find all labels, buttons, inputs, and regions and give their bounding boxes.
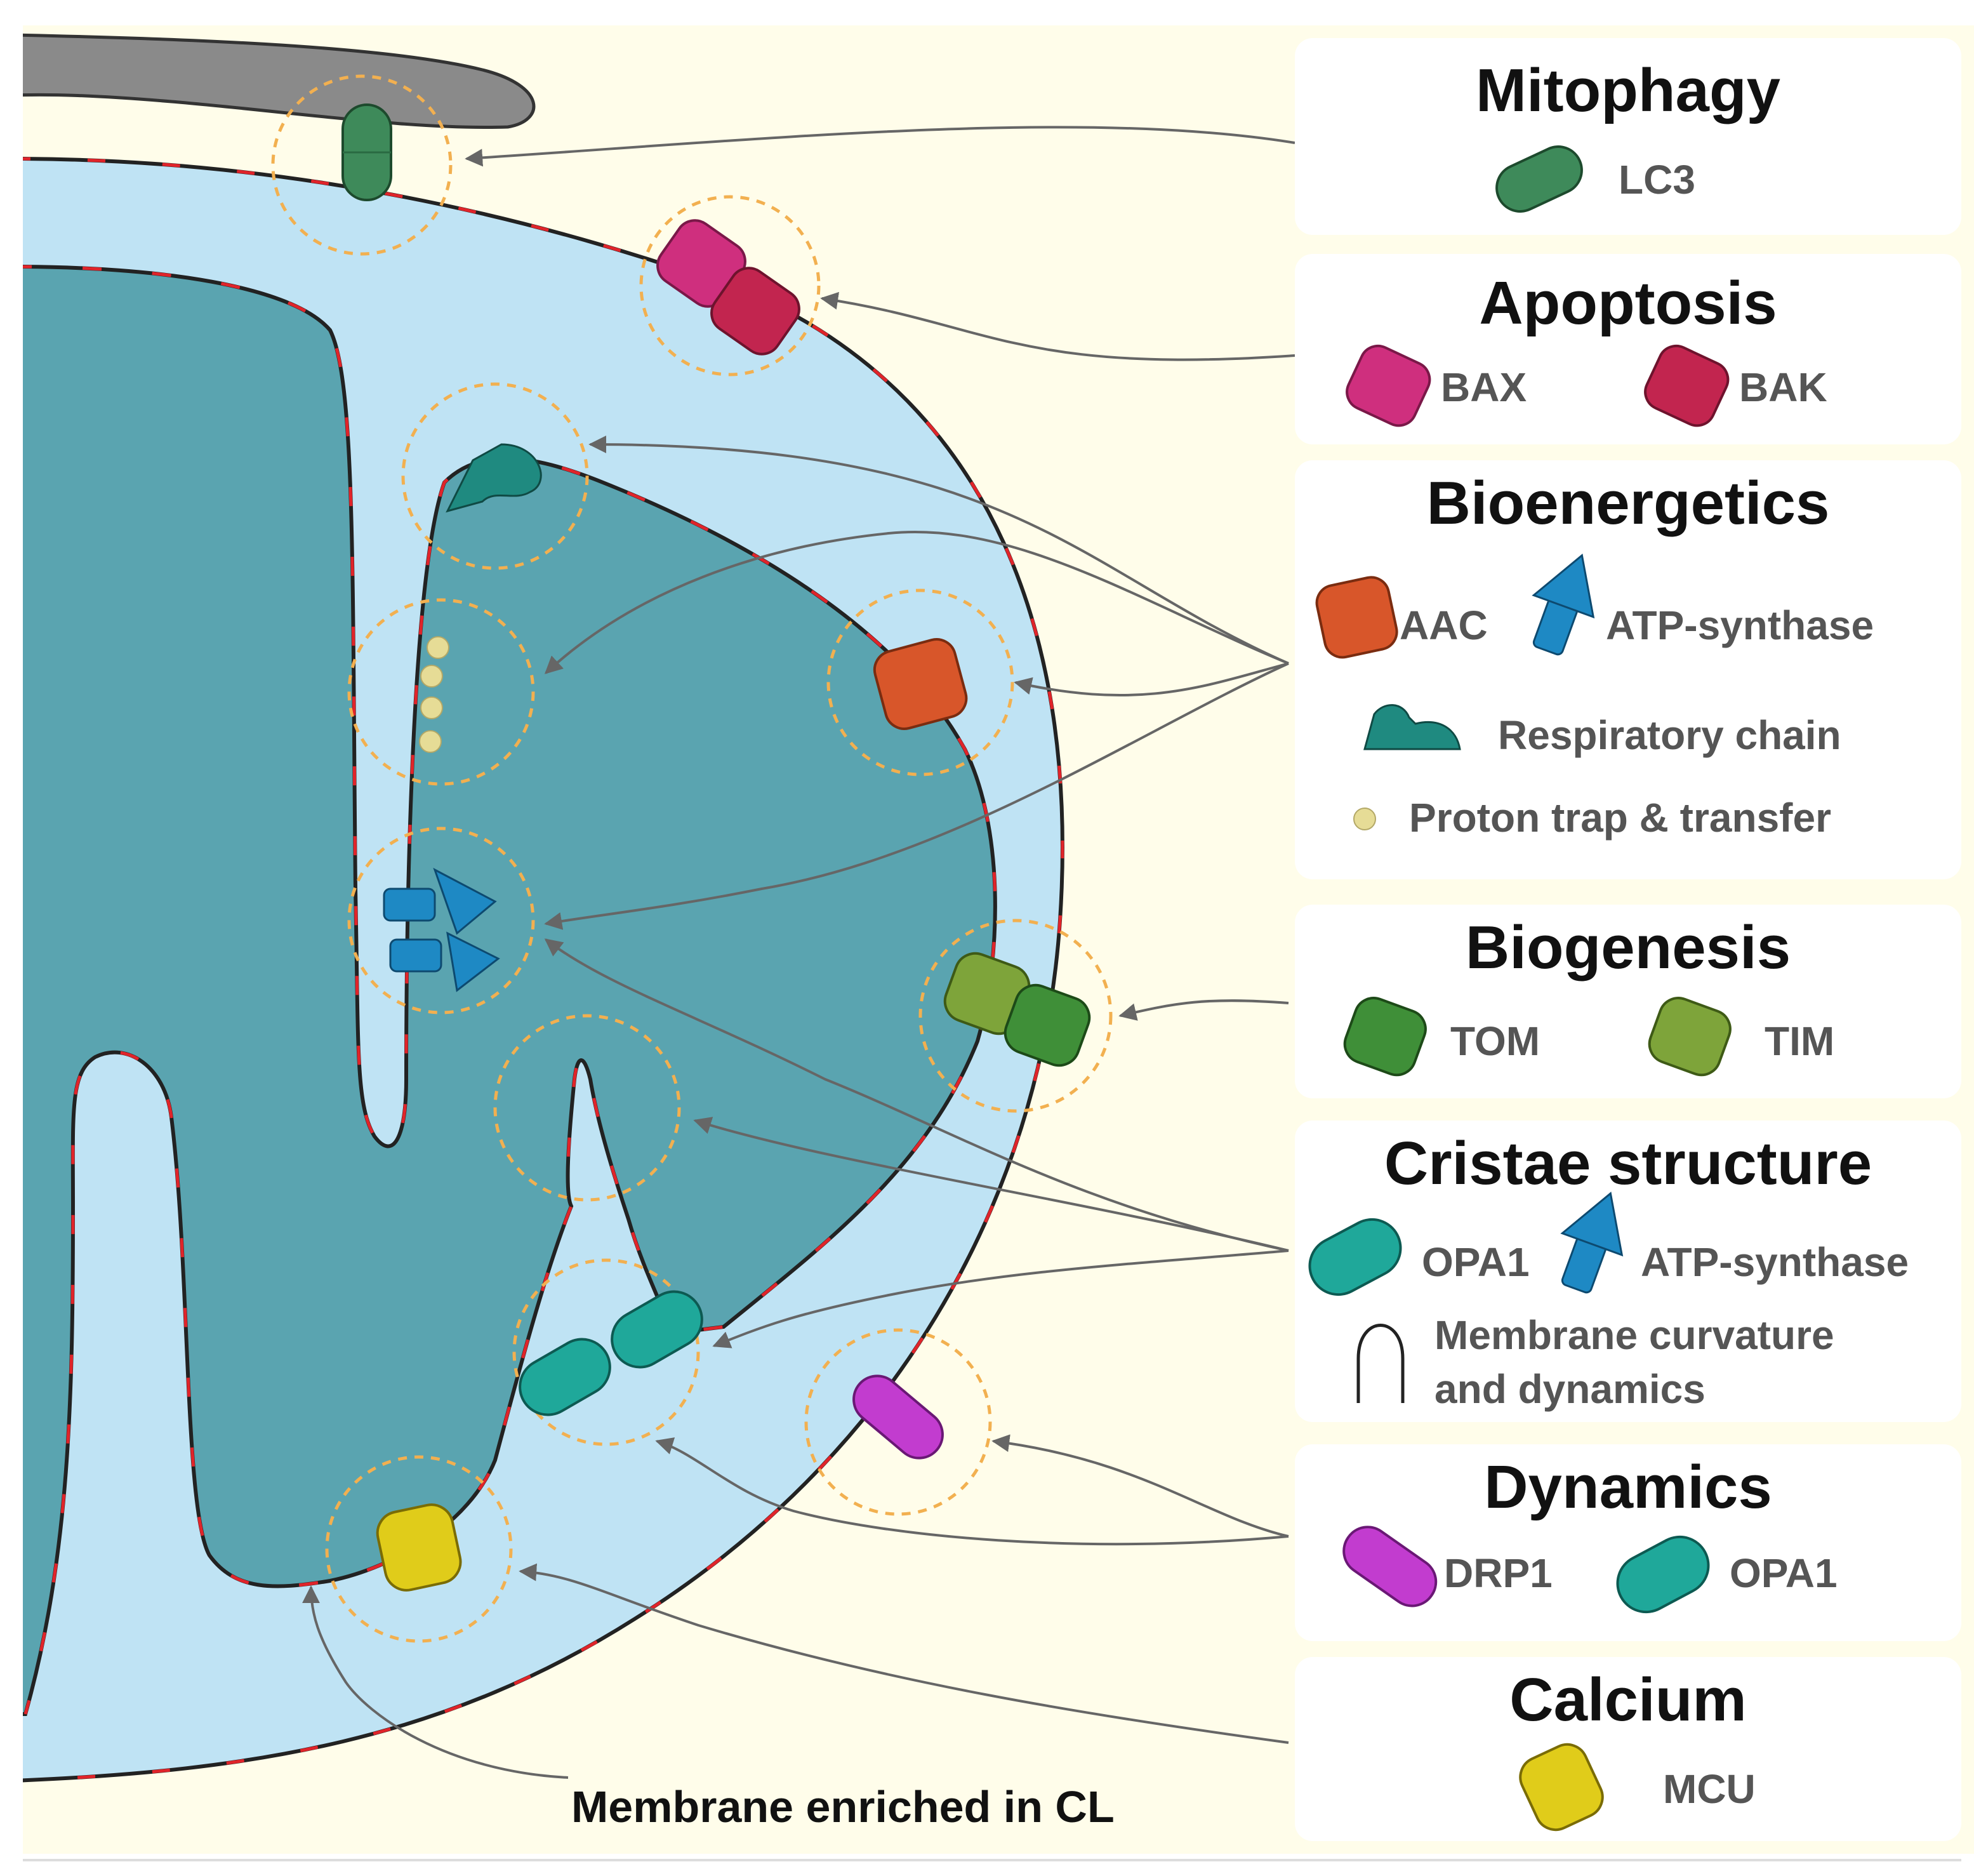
legend-tom-icon (1343, 997, 1427, 1077)
category-panels: Mitophagy LC3 Apoptosis BAX BAK Bioenerg… (1295, 38, 1961, 1841)
arrow-membrane-cl (302, 1585, 569, 1779)
ring-lc3 (271, 74, 453, 256)
arrow-bio-atp (544, 662, 1289, 930)
panel-title: Biogenesis (1466, 914, 1791, 981)
legend-drp1-icon (1342, 1526, 1438, 1607)
panel-title: Dynamics (1484, 1453, 1772, 1521)
legend-label-drp1: DRP1 (1444, 1550, 1553, 1596)
caption-membrane-cl: Membrane enriched in CL (571, 1782, 1115, 1832)
drp1-protein (852, 1374, 944, 1460)
legend-bax-icon (1346, 344, 1431, 427)
panel-bioenergetics: Bioenergetics AAC ATP-synthase Respirato… (1295, 460, 1961, 879)
ring-aac (826, 589, 1014, 776)
arrow-biogenesis (1118, 999, 1289, 1021)
bak-protein (710, 267, 800, 356)
legend-label-opa1: OPA1 (1422, 1239, 1530, 1285)
legend-label-and-dynamics: and dynamics (1434, 1366, 1706, 1412)
panel-biogenesis: Biogenesis TOM TIM (1295, 905, 1961, 1098)
ring-opa1 (512, 1258, 700, 1446)
outer-membrane-cl-stripes (23, 157, 1064, 1782)
ring-cristae-tip (493, 1014, 681, 1202)
opa1-protein-a (611, 1290, 703, 1369)
ring-drp1 (804, 1328, 992, 1516)
legend-label-opa1: OPA1 (1730, 1550, 1838, 1596)
arrow-cristae-tip (693, 1117, 1289, 1252)
arrow-cristae-opa1 (712, 1249, 1289, 1348)
legend-label-bax: BAX (1441, 364, 1527, 410)
ring-mcu (325, 1455, 513, 1643)
panel-title: Cristae structure (1384, 1129, 1872, 1197)
panel-title: Bioenergetics (1427, 469, 1830, 537)
legend-opa1-icon (1308, 1218, 1402, 1296)
ring-atp-synthase (347, 827, 535, 1015)
legend-aac-icon (1315, 576, 1398, 659)
legend-label-lc3: LC3 (1619, 157, 1695, 203)
legend-label-respiratory-chain: Respiratory chain (1498, 712, 1841, 758)
arrow-calcium (519, 1563, 1289, 1744)
legend-label-bak: BAK (1739, 364, 1827, 410)
ring-respiratory-chain (401, 382, 589, 570)
diagram-proteins (341, 103, 1091, 1592)
atp-synthase-dimer (383, 867, 500, 992)
respiratory-chain-protein (446, 443, 542, 513)
panel-title: Mitophagy (1476, 57, 1780, 124)
highlight-rings (271, 74, 1113, 1643)
ring-bax-bak (639, 195, 821, 376)
legend-opa1-icon (1616, 1535, 1710, 1614)
panel-calcium: Calcium MCU (1295, 1657, 1961, 1841)
panel-box (1295, 1657, 1961, 1841)
panel-box (1295, 38, 1961, 235)
panel-title: Calcium (1509, 1666, 1746, 1734)
legend-lc3-icon (1495, 145, 1583, 213)
legend-proton-icon (1353, 808, 1376, 830)
arrow-mitophagy (465, 126, 1295, 167)
proton-2 (420, 665, 443, 688)
arrow-dynamics-drp1 (991, 1434, 1289, 1538)
legend-tim-icon (1648, 997, 1732, 1077)
opa1-protein-b (519, 1338, 611, 1416)
autophagosome-membrane (23, 33, 536, 130)
panel-apoptosis: Apoptosis BAX BAK (1295, 254, 1961, 444)
proton-1 (427, 636, 449, 659)
arrow-dynamics-opa1 (655, 1437, 1289, 1546)
legend-label-mcu: MCU (1663, 1766, 1756, 1812)
ring-tom-tim (918, 919, 1113, 1113)
arrow-apoptosis (820, 291, 1295, 361)
panel-box (1295, 1121, 1961, 1422)
tom-protein (1004, 983, 1091, 1067)
ring-proton-trap (347, 598, 535, 786)
panel-dynamics: Dynamics DRP1 OPA1 (1295, 1444, 1961, 1641)
legend-label-tim: TIM (1765, 1018, 1834, 1064)
legend-bak-icon (1644, 344, 1730, 427)
mcu-protein (376, 1503, 462, 1592)
legend-atp-synthase-icon (1560, 1192, 1624, 1294)
panel-mitophagy: Mitophagy LC3 (1295, 38, 1961, 235)
legend-label-aac: AAC (1400, 602, 1488, 648)
panel-box (1295, 254, 1961, 444)
arrow-cristae-atp (544, 938, 1289, 1252)
panel-box (1295, 1444, 1961, 1641)
aac-protein (873, 638, 968, 730)
legend-label-membrane-curvature: Membrane curvature (1434, 1312, 1834, 1358)
panel-title: Apoptosis (1479, 269, 1777, 337)
legend-label-atp-synthase: ATP-synthase (1641, 1239, 1909, 1285)
legend-label-tom: TOM (1450, 1018, 1540, 1064)
legend-atp-synthase-icon (1532, 554, 1595, 656)
legend-label-proton-trap: Proton trap & transfer (1409, 795, 1831, 841)
inner-membrane-cl-stripes (23, 265, 997, 1715)
panel-box (1295, 905, 1961, 1098)
proton-3 (420, 696, 443, 719)
panel-cristae-structure: Cristae structure OPA1 ATP-synthase Memb… (1295, 1121, 1961, 1422)
proton-4 (419, 730, 442, 753)
arrow-bio-proton (544, 530, 1289, 674)
legend-membrane-curvature-icon (1356, 1324, 1405, 1403)
arrow-bio-resp (588, 436, 1289, 665)
legend-respiratory-chain-icon (1363, 704, 1461, 750)
connector-arrows (302, 126, 1295, 1779)
legend-mcu-icon (1519, 1743, 1604, 1832)
arrow-bio-aac (1014, 662, 1289, 697)
panel-box (1295, 460, 1961, 879)
legend-label-atp-synthase: ATP-synthase (1606, 602, 1874, 648)
